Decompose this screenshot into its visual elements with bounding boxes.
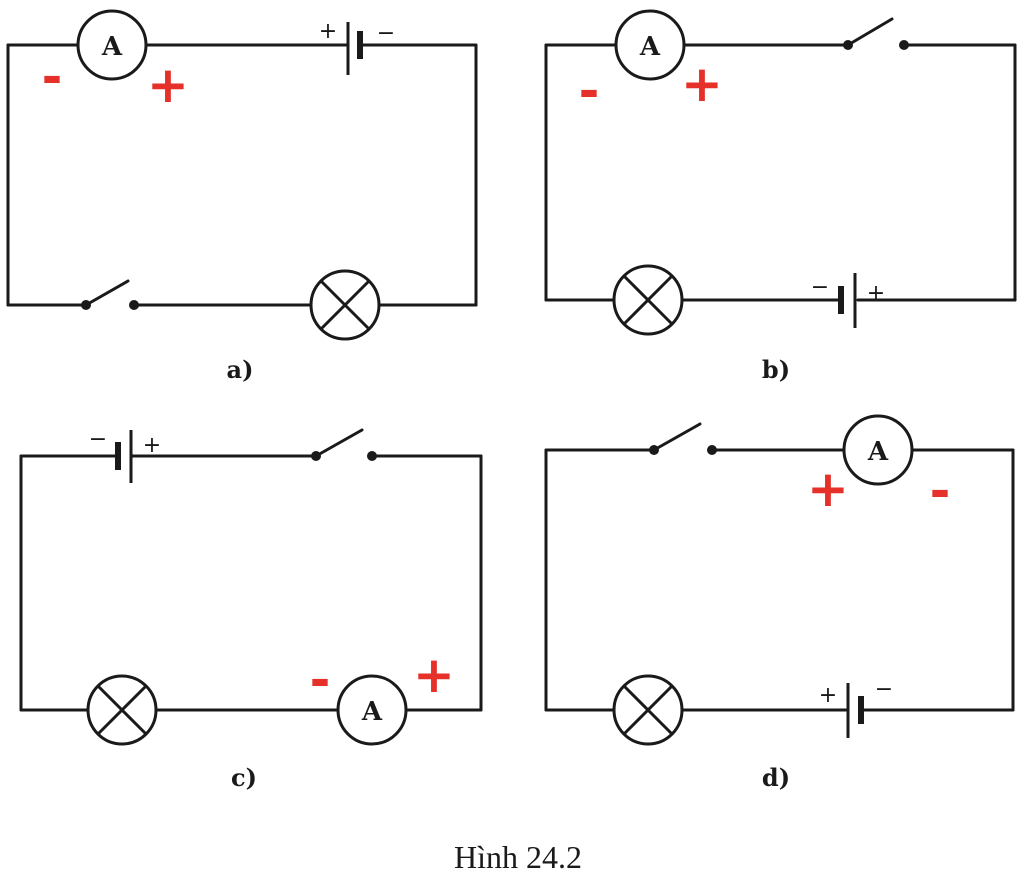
ammeter-terminal-right-sign: - <box>930 462 951 520</box>
battery <box>346 22 363 75</box>
battery <box>846 683 864 738</box>
panel-label: d) <box>762 763 790 792</box>
panel-d: A + - + − d) <box>544 414 1015 792</box>
lamp-cross <box>622 274 674 326</box>
ammeter-terminal-left-sign: + <box>807 460 849 518</box>
ammeter-circle <box>614 9 686 81</box>
battery-terminal-right-sign: − <box>377 21 395 46</box>
switch <box>311 428 377 461</box>
battery-terminal-left-sign: − <box>89 427 107 452</box>
switch-contact <box>129 300 139 310</box>
battery <box>838 273 857 328</box>
switch-lever <box>846 17 894 47</box>
ammeter-circle <box>336 674 408 746</box>
battery-terminal-left-sign: + <box>819 683 837 708</box>
battery-terminal-right-sign: + <box>867 281 885 306</box>
battery <box>115 430 133 483</box>
panel-label: b) <box>762 355 790 384</box>
ammeter-symbol: A <box>639 32 661 62</box>
ammeter: A <box>614 9 686 81</box>
battery-terminal-left-sign: − <box>811 275 829 300</box>
lamp <box>309 269 381 341</box>
switch-lever <box>84 279 130 307</box>
figure-caption: Hình 24.2 <box>454 839 582 875</box>
lamp-cross <box>319 279 371 331</box>
switch-lever <box>652 422 702 452</box>
ammeter-circle <box>842 414 914 486</box>
lamp <box>612 264 684 336</box>
ammeter-terminal-left-sign: - <box>310 651 331 709</box>
switch <box>649 422 717 455</box>
ammeter-terminal-left-sign: - <box>42 48 63 106</box>
panel-b: A - + − + b) <box>544 9 1017 384</box>
panel-label: c) <box>231 763 257 792</box>
lamp <box>612 674 684 746</box>
lamp <box>86 674 158 746</box>
lamp-cross <box>622 684 674 736</box>
battery-terminal-right-sign: − <box>875 677 893 702</box>
ammeter-terminal-right-sign: + <box>681 55 723 113</box>
panel-a: A - + + − a) <box>6 9 478 384</box>
lamp-cross <box>96 684 148 736</box>
ammeter: A <box>842 414 914 486</box>
ammeter-circle <box>76 9 148 81</box>
ammeter-terminal-right-sign: + <box>413 646 455 704</box>
switch-contact <box>707 445 717 455</box>
ammeter-symbol: A <box>101 32 123 62</box>
switch-contact <box>899 40 909 50</box>
ammeter-symbol: A <box>361 697 383 727</box>
ammeter: A <box>336 674 408 746</box>
switch <box>843 17 909 50</box>
switch-contact <box>367 451 377 461</box>
ammeter-symbol: A <box>867 437 889 467</box>
switch <box>81 279 139 310</box>
battery-terminal-right-sign: + <box>143 433 161 458</box>
ammeter-terminal-right-sign: + <box>147 56 189 114</box>
ammeter: A <box>76 9 148 81</box>
battery-terminal-left-sign: + <box>319 19 337 44</box>
panel-label: a) <box>227 355 254 384</box>
panel-c: − + A - + c) <box>19 427 483 792</box>
ammeter-terminal-left-sign: - <box>579 62 600 120</box>
switch-lever <box>314 428 364 458</box>
